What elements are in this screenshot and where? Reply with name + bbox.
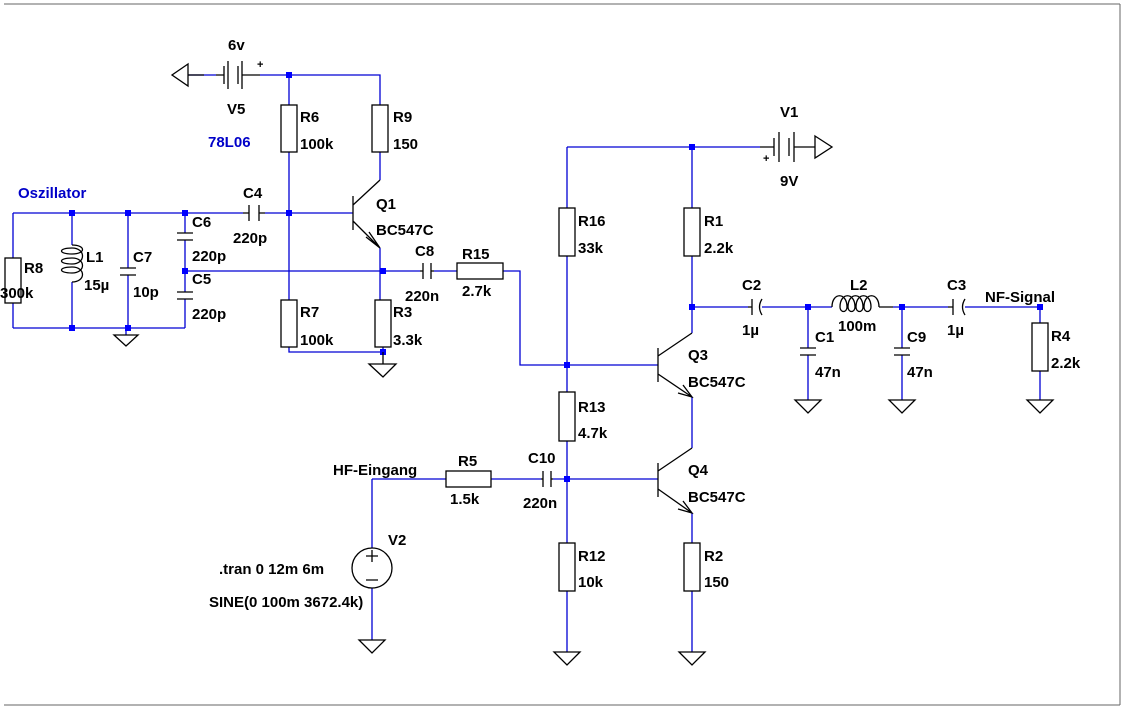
r6-value: 100k — [300, 136, 334, 153]
r3-value: 3.3k — [393, 332, 423, 349]
c7-value: 10p — [133, 284, 159, 301]
transistors — [352, 179, 694, 515]
c1-value: 47n — [815, 364, 841, 381]
r1-value: 2.2k — [704, 240, 734, 257]
q4-value: BC547C — [688, 489, 746, 506]
q1-name: Q1 — [376, 196, 396, 213]
r4-name: R4 — [1051, 328, 1071, 345]
r7-name: R7 — [300, 304, 319, 321]
q3-value: BC547C — [688, 374, 746, 391]
r1-name: R1 — [704, 213, 723, 230]
tran-directive: .tran 0 12m 6m — [219, 561, 324, 578]
regulator-note: 78L06 — [208, 134, 251, 151]
c1-name: C1 — [815, 329, 834, 346]
v1-value: 9V — [780, 173, 798, 190]
c5-name: C5 — [192, 271, 211, 288]
q4-name: Q4 — [688, 462, 709, 479]
capacitors — [120, 205, 966, 487]
c10-name: C10 — [528, 450, 556, 467]
c2-name: C2 — [742, 277, 761, 294]
nf-signal-label: NF-Signal — [985, 289, 1055, 306]
r16-value: 33k — [578, 240, 604, 257]
r16-name: R16 — [578, 213, 606, 230]
r8-value: 300k — [0, 285, 34, 302]
c10-value: 220n — [523, 495, 557, 512]
r15-name: R15 — [462, 246, 490, 263]
r13-name: R13 — [578, 399, 606, 416]
r15-value: 2.7k — [462, 283, 492, 300]
r5-name: R5 — [458, 453, 477, 470]
r8-name: R8 — [24, 260, 43, 277]
v2-source-symbol — [351, 547, 393, 589]
resistors — [4, 104, 1049, 592]
r9-name: R9 — [393, 109, 412, 126]
inductors — [60, 244, 893, 313]
c9-name: C9 — [907, 329, 926, 346]
c5-value: 220p — [192, 306, 226, 323]
r3-name: R3 — [393, 304, 412, 321]
r12-name: R12 — [578, 548, 606, 565]
oszillator-note: Oszillator — [18, 185, 87, 202]
c9-value: 47n — [907, 364, 933, 381]
v5-name: V5 — [227, 101, 245, 118]
v5-value: 6v — [228, 37, 245, 54]
r6-name: R6 — [300, 109, 319, 126]
v2-name: V2 — [388, 532, 406, 549]
r7-value: 100k — [300, 332, 334, 349]
r2-value: 150 — [704, 574, 729, 591]
r4-value: 2.2k — [1051, 355, 1081, 372]
c3-name: C3 — [947, 277, 966, 294]
l1-value: 15µ — [84, 277, 109, 294]
l2-name: L2 — [850, 277, 868, 294]
v1-name: V1 — [780, 104, 798, 121]
c2-value: 1µ — [742, 322, 759, 339]
q1-value: BC547C — [376, 222, 434, 239]
grounds — [112, 62, 1055, 666]
c7-name: C7 — [133, 249, 152, 266]
c4-name: C4 — [243, 185, 263, 202]
r13-value: 4.7k — [578, 425, 608, 442]
c6-value: 220p — [192, 248, 226, 265]
v5-plus-sign: + — [257, 59, 263, 71]
r9-value: 150 — [393, 136, 418, 153]
c8-name: C8 — [415, 243, 434, 260]
r2-name: R2 — [704, 548, 723, 565]
v1-plus-sign: + — [763, 153, 769, 165]
c4-value: 220p — [233, 230, 267, 247]
c6-name: C6 — [192, 214, 211, 231]
l1-name: L1 — [86, 249, 104, 266]
r5-value: 1.5k — [450, 491, 480, 508]
r12-value: 10k — [578, 574, 604, 591]
q3-name: Q3 — [688, 347, 708, 364]
wires — [12, 74, 1041, 652]
c3-value: 1µ — [947, 322, 964, 339]
l2-value: 100m — [838, 318, 876, 335]
v2-value: SINE(0 100m 3672.4k) — [209, 594, 363, 611]
c8-value: 220n — [405, 288, 439, 305]
hf-input-label: HF-Eingang — [333, 462, 417, 479]
batteries — [216, 61, 803, 162]
